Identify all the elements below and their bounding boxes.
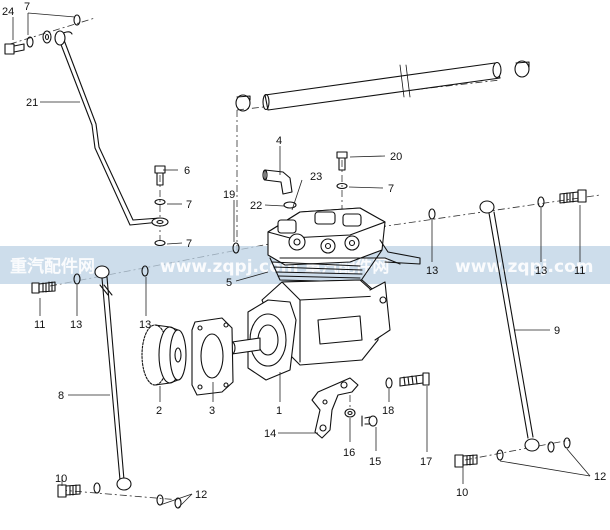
callout-13: 13 xyxy=(139,319,151,331)
callout-7: 7 xyxy=(388,183,394,195)
bolt-part-10-right xyxy=(454,437,571,468)
callout-7: 7 xyxy=(24,1,30,13)
bolt-part-11-left xyxy=(31,281,56,294)
callout-12: 12 xyxy=(594,471,606,483)
callout-2: 2 xyxy=(156,405,162,417)
callout-11: 11 xyxy=(574,265,585,277)
pipe-part-5 xyxy=(279,239,421,265)
hose-clamp-left xyxy=(235,94,251,112)
callout-21: 21 xyxy=(26,97,38,109)
callout-11: 11 xyxy=(34,319,45,331)
callout-7: 7 xyxy=(186,199,192,211)
callout-10: 10 xyxy=(456,487,468,499)
callout-8: 8 xyxy=(58,390,64,402)
gasket-part-3 xyxy=(191,317,234,396)
callout-22: 22 xyxy=(250,200,262,212)
bracket-part-14 xyxy=(311,377,359,439)
callout-19: 19 xyxy=(223,189,235,201)
callout-9: 9 xyxy=(554,325,560,337)
callout-5: 5 xyxy=(226,277,232,289)
air-compressor-part-1 xyxy=(228,207,391,381)
bolt-part-11-right xyxy=(559,189,587,204)
rod-part-21 xyxy=(54,30,161,226)
leader-lines xyxy=(12,12,591,509)
washers-part-13 xyxy=(73,196,545,285)
washer-part-22 xyxy=(283,201,297,209)
callout-14: 14 xyxy=(264,428,276,440)
callout-13: 13 xyxy=(70,319,82,331)
air-pipe xyxy=(262,61,502,111)
callout-4: 4 xyxy=(276,135,282,147)
hose-clamp-right xyxy=(514,60,530,78)
callout-13: 13 xyxy=(535,265,547,277)
elbow-fitting-part-4 xyxy=(262,169,293,195)
callout-24: 24 xyxy=(2,6,14,18)
stud-part-17 xyxy=(399,372,430,387)
callout-10: 10 xyxy=(55,473,67,485)
callout-16: 16 xyxy=(343,447,355,459)
callout-labels: 24 7 21 6 7 7 19 4 20 23 22 7 5 13 13 11… xyxy=(2,1,606,501)
bolt-part-15 xyxy=(361,415,378,427)
callout-6: 6 xyxy=(184,165,190,177)
callout-12: 12 xyxy=(195,489,207,501)
watermark-right: www.zqpj.com xyxy=(455,257,593,277)
drive-gear-part-2 xyxy=(141,324,187,386)
bolt-part-20 xyxy=(336,151,348,190)
callout-15: 15 xyxy=(369,456,381,468)
watermark-left: 重汽配件网 xyxy=(10,256,95,277)
callout-23: 23 xyxy=(310,171,322,183)
tie-rod-part-8 xyxy=(94,265,132,491)
callout-18: 18 xyxy=(382,405,394,417)
bolt-part-24 xyxy=(4,43,25,55)
callout-17: 17 xyxy=(420,456,432,468)
washer-part-19 xyxy=(232,242,240,254)
callout-1: 1 xyxy=(276,405,282,417)
washer-part-7-top xyxy=(26,14,81,48)
callout-7: 7 xyxy=(186,238,192,250)
callout-3: 3 xyxy=(209,405,215,417)
washer-part-18 xyxy=(385,377,393,389)
callout-20: 20 xyxy=(390,151,402,163)
bolt-part-6 xyxy=(151,165,169,247)
washer-part-16 xyxy=(344,408,356,418)
callout-13: 13 xyxy=(426,265,438,277)
tie-rod-part-9 xyxy=(479,200,540,452)
